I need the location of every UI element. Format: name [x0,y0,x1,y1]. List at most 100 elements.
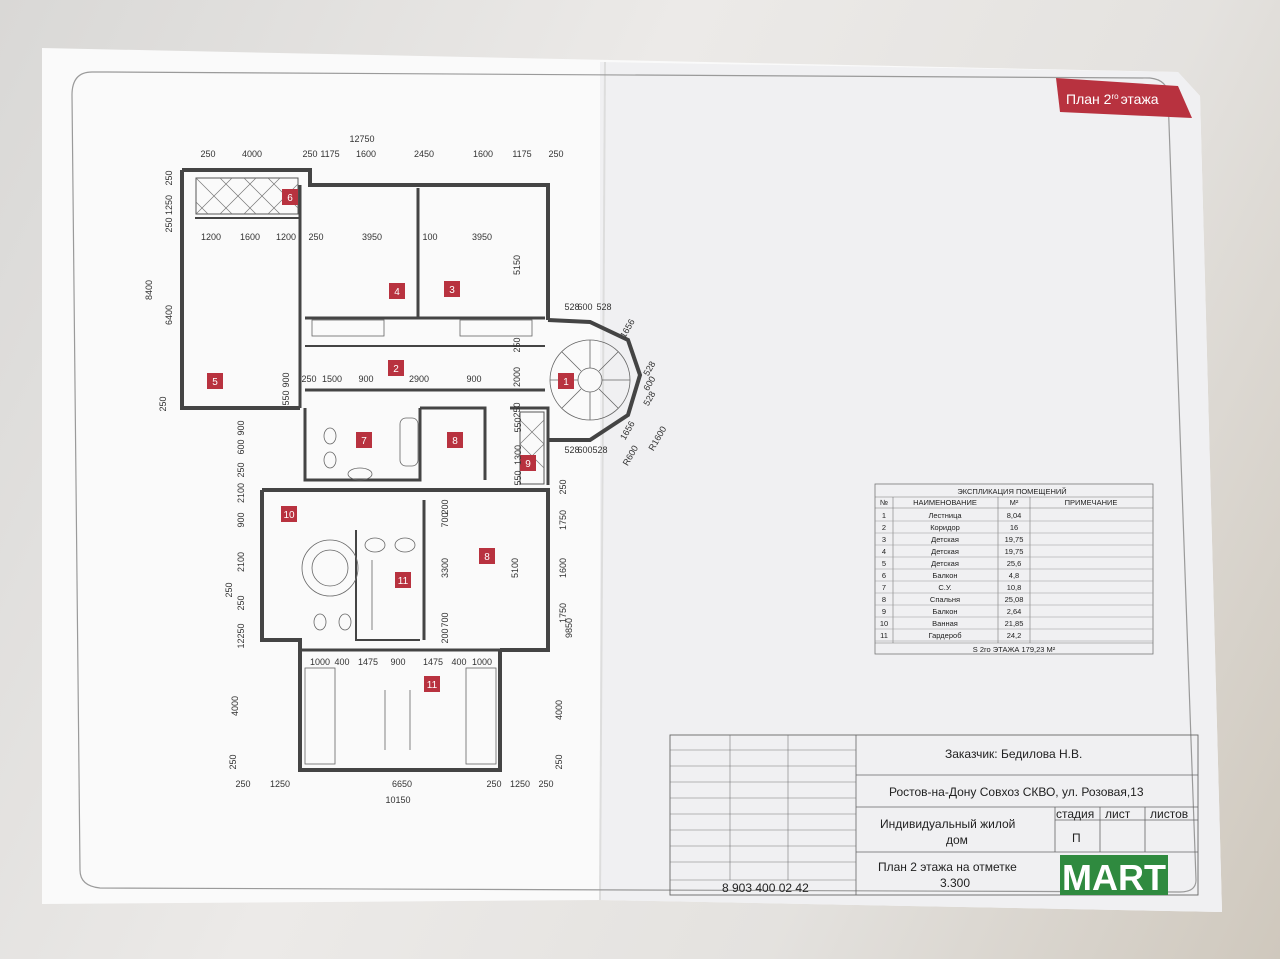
cell-area: 2,64 [1007,607,1022,616]
dimension-lower: 1475 [423,657,443,667]
sheet-header: лист [1105,807,1131,821]
dimension-top: 250 [200,149,215,159]
dimension-vertical: 250 [512,337,522,352]
cell-name: Балкон [932,571,957,580]
dimension-lower: 1000 [472,657,492,667]
dimension-mid: 2100 [236,483,246,503]
room-number: 11 [398,576,409,587]
cell-name: С.У. [938,583,951,592]
dimension-stair: 528 [564,445,579,455]
dimension-mid: 250 [224,582,234,597]
cell-number: 2 [882,523,886,532]
room-marker: 3 [444,281,460,297]
room-marker: 11 [424,676,440,692]
dimension-lower-vertical: 250 [228,754,238,769]
cell-area: 25,6 [1007,559,1022,568]
dimension-bottom: 1250 [270,779,290,789]
sheets-header: листов [1150,807,1188,821]
stage-header: стадия [1056,807,1094,821]
dimension-lower: 1475 [358,657,378,667]
dimension-corridor: 900 [466,374,481,384]
room-marker-box [389,283,405,299]
room-marker-box [356,432,372,448]
room-number: 11 [427,680,438,691]
dimension-bottom: 250 [538,779,553,789]
room-number: 6 [287,193,293,204]
room-marker: 8 [479,548,495,564]
dimension-mid: 900 [236,512,246,527]
dimension-mid: 9850 [564,618,574,638]
room-marker: 11 [395,572,411,588]
dimension-mid: 1300 [513,445,523,465]
object-line2: дом [946,833,968,847]
room-marker: 6 [282,189,298,205]
room-number: 9 [525,459,531,470]
room-marker: 2 [388,360,404,376]
dimension-mid: 1600 [558,558,568,578]
dimension-stair: 528 [596,302,611,312]
floor-plan [180,168,643,772]
dimension-bottom: 1250 [510,779,530,789]
room-number: 3 [449,285,455,296]
room-marker: 9 [520,455,536,471]
wall-west-upper [180,170,300,410]
dimension-bottom: 250 [486,779,501,789]
cell-area: 19,75 [1005,547,1024,556]
dimension-lower-vertical: 4000 [554,700,564,720]
dimension-vertical: 5150 [512,255,522,275]
room-marker-box [281,506,297,522]
cell-number: 10 [880,619,888,628]
cell-name: Коридор [930,523,960,532]
phone: 8 903 400 02 42 [722,881,809,895]
dimension-vertical: 250 [512,402,522,417]
dimension-left: 250 [158,396,168,411]
dimension-mid: 5100 [510,558,520,578]
wall-mid [262,488,550,652]
explication-total: S 2ro ЭТАЖА 179,23 М² [973,645,1056,654]
dimension-top-total: 12750 [349,134,374,144]
room-number: 8 [452,436,458,447]
cell-number: 1 [882,511,886,520]
dimension-bottom: 250 [235,779,250,789]
dimension-mid: 3300 [440,558,450,578]
wall-north [182,168,550,320]
cell-name: Ванная [932,619,958,628]
room-marker-box [447,432,463,448]
dimension-left: 250 [164,170,174,185]
customer-name: Заказчик: Бедилова Н.В. [945,747,1082,761]
dimension-stair: 600 [577,445,592,455]
paper-fold [599,61,606,901]
room-marker-box [444,281,460,297]
room-marker-box [388,360,404,376]
wall-lower [260,490,502,772]
dimension-mid: 550 [513,417,523,432]
stage-value: П [1072,831,1081,845]
dimension-mid: 550 [513,470,523,485]
address: Ростов-на-Дону Совхоз СКВО, ул. Розовая,… [889,785,1144,799]
room-marker: 8 [447,432,463,448]
cell-name: Детская [931,559,959,568]
dimension-row2: 1200 [201,232,221,242]
room-number: 8 [484,552,490,563]
cell-number: 7 [882,583,886,592]
room-marker: 4 [389,283,405,299]
dimension-left: 6400 [164,305,174,325]
title-block: Заказчик: Бедилова Н.В. Ростов-на-Дону С… [669,734,1199,898]
explication-table: ЭКСПЛИКАЦИЯ ПОМЕЩЕНИЙ № НАИМЕНОВАНИЕ М² … [874,483,1154,655]
cell-number: 9 [882,607,886,616]
dimension-mid: 1750 [558,510,568,530]
room-number: 10 [283,510,295,521]
dimension-mid: 200 [440,628,450,643]
dimension-stair: 528 [564,302,579,312]
cell-name: Лестница [928,511,962,520]
dimension-stair: 600 [577,302,592,312]
room-marker-box [395,572,411,588]
